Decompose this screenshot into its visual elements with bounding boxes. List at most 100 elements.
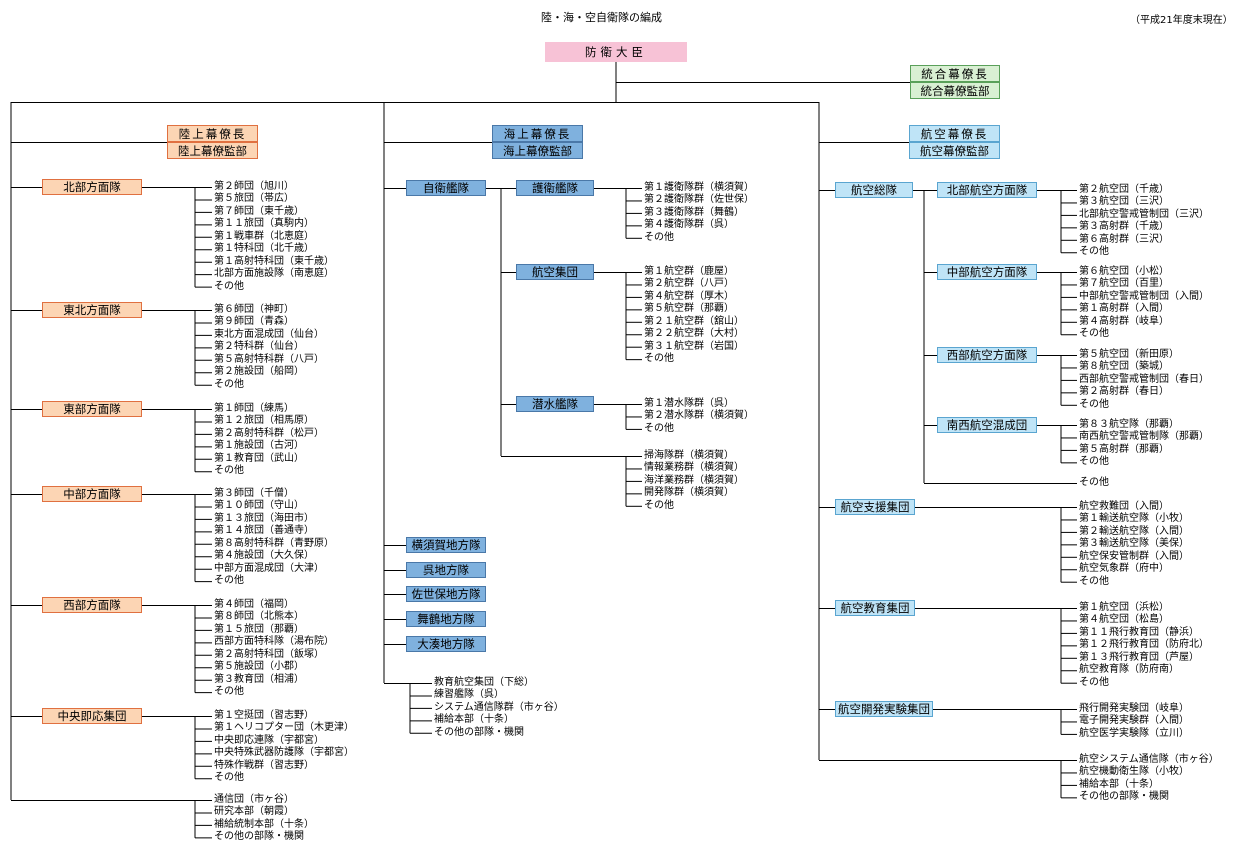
unit-label: 第５施設団（小郡）	[214, 661, 304, 673]
unit-label: 第１２飛行教育団（防府北）	[1079, 639, 1209, 651]
unit-label: 飛行開発実験団（岐阜）	[1079, 703, 1189, 714]
unit-label: 第４航空団（松島）	[1079, 614, 1169, 626]
unit-label: 第１特科団（北千歳）	[214, 243, 314, 255]
unit-label: その他	[644, 499, 674, 511]
unit-label: 第１護衛隊群（横須賀）	[644, 182, 754, 193]
unit-label: 第３教育団（相浦）	[214, 673, 304, 685]
unit-label: その他	[214, 686, 244, 698]
unit-label: 第３高射群（千歳）	[1079, 221, 1169, 233]
unit-label: 第３輸送航空隊（美保）	[1079, 538, 1189, 550]
asdf-chief-box: 航空幕僚長	[909, 125, 1000, 142]
army-box-2: 東部方面隊	[42, 401, 142, 417]
unit-label: その他	[1079, 246, 1109, 258]
msdf-group-box-0: 護衛艦隊	[516, 180, 594, 196]
unit-label: 中央特殊武器防護隊（宇都宮）	[214, 747, 354, 759]
unit-label: 第１潜水隊群（呉）	[644, 398, 734, 409]
air-force-box-2: 西部航空方面隊	[937, 347, 1037, 363]
unit-label: その他	[1079, 477, 1109, 488]
unit-label: 第１輸送航空隊（小牧）	[1079, 513, 1189, 525]
air-force-box-3: 南西航空混成団	[937, 417, 1037, 433]
unit-label: 第２潜水隊群（横須賀）	[644, 410, 754, 422]
unit-label: その他	[214, 378, 244, 390]
unit-label: 第４高射群（岐阜）	[1079, 315, 1169, 327]
unit-label: 東北方面混成団（仙台）	[214, 328, 324, 340]
unit-label: 第１１飛行教育団（静浜）	[1079, 626, 1199, 638]
unit-label: 第１３旅団（海田市）	[214, 512, 314, 524]
unit-label: 第５高射特科群（八戸）	[214, 353, 324, 365]
unit-label: 第４護衛隊群（呉）	[644, 219, 734, 231]
unit-label: その他	[1079, 575, 1109, 587]
gsdf-chief-box: 陸上幕僚長	[167, 125, 258, 142]
unit-label: 第５旅団（帯広）	[214, 193, 294, 205]
unit-label: 第５航空群（那覇）	[644, 303, 734, 315]
army-box-3: 中部方面隊	[42, 486, 142, 502]
unit-label: 第１２旅団（相馬原）	[214, 415, 314, 427]
unit-label: 第１師団（練馬）	[214, 403, 294, 414]
unit-label: 第１施設団（古河）	[214, 440, 304, 452]
unit-label: 練習艦隊（呉）	[434, 689, 504, 701]
unit-label: その他	[1079, 328, 1109, 340]
date-note: （平成21年度末現在）	[1130, 15, 1233, 26]
unit-label: その他	[1079, 456, 1109, 468]
unit-label: 第２高射群（春日）	[1079, 386, 1169, 398]
unit-label: 第１教育団（武山）	[214, 452, 304, 464]
unit-label: 第１高射群（入間）	[1079, 303, 1169, 315]
unit-label: その他	[1079, 676, 1109, 688]
unit-label: 通信団（市ヶ谷）	[214, 794, 294, 805]
unit-label: 第７航空団（百里）	[1079, 278, 1169, 290]
unit-label: 第２航空団（千歳）	[1079, 184, 1169, 195]
unit-label: 教育航空集団（下総）	[434, 677, 534, 688]
joint-staff-box: 統合幕僚監部	[910, 82, 1000, 99]
unit-label: 第８高射特科群（青野原）	[214, 537, 334, 549]
msdf-group-box-2: 潜水艦隊	[516, 396, 594, 412]
district-box-0: 横須賀地方隊	[406, 537, 486, 553]
unit-label: 第１５旅団（那覇）	[214, 623, 304, 635]
unit-label: 第２２航空群（大村）	[644, 328, 744, 340]
msdf-group-box-1: 航空集団	[516, 264, 594, 280]
air-command-box: 航空総隊	[835, 182, 913, 198]
unit-label: その他の部隊・機関	[214, 831, 304, 843]
unit-label: 中央即応連隊（宇都宮）	[214, 734, 324, 746]
unit-label: 北部航空警戒管制団（三沢）	[1079, 208, 1209, 220]
air-group-box-support: 航空支援集団	[835, 499, 915, 515]
district-box-4: 大湊地方隊	[406, 636, 486, 652]
unit-label: 航空システム通信隊（市ヶ谷）	[1079, 754, 1219, 765]
unit-label: 第２特科群（仙台）	[214, 341, 304, 353]
unit-label: 航空保安管制群（入間）	[1079, 550, 1189, 562]
unit-label: その他	[1079, 398, 1109, 410]
unit-label: 航空気象群（府中）	[1079, 563, 1169, 575]
unit-label: その他	[214, 280, 244, 292]
unit-label: 掃海隊群（横須賀）	[644, 450, 734, 461]
unit-label: その他	[214, 575, 244, 587]
unit-label: 第２護衛隊群（佐世保）	[644, 194, 754, 206]
unit-label: 補給本部（十条）	[1079, 778, 1159, 790]
unit-label: 第８師団（北熊本）	[214, 611, 304, 623]
district-box-2: 佐世保地方隊	[406, 586, 486, 602]
unit-label: 中部航空警戒管制団（入間）	[1079, 290, 1209, 302]
unit-label: 第１高射特科団（東千歳）	[214, 255, 334, 267]
unit-label: 航空教育隊（防府南）	[1079, 664, 1179, 676]
unit-label: 電子開発実験群（入間）	[1079, 715, 1189, 727]
unit-label: 第２高射特科群（松戸）	[214, 427, 324, 439]
air-force-box-1: 中部航空方面隊	[937, 264, 1037, 280]
unit-label: 第８航空団（築城）	[1079, 361, 1169, 373]
unit-label: 補給統制本部（十条）	[214, 818, 314, 830]
unit-label: 第５航空団（新田原）	[1079, 349, 1179, 360]
army-box-4: 西部方面隊	[42, 597, 142, 613]
unit-label: その他の部隊・機関	[434, 726, 524, 738]
unit-label: 航空機動衛生隊（小牧）	[1079, 766, 1189, 778]
unit-label: 第１戦車群（北恵庭）	[214, 230, 314, 242]
unit-label: 中部方面混成団（大津）	[214, 562, 324, 574]
unit-label: 第１１旅団（真駒内）	[214, 218, 314, 230]
fleet-box: 自衛艦隊	[406, 180, 486, 196]
msdf-chief-box: 海上幕僚長	[492, 125, 583, 142]
unit-label: 第３航空団（三沢）	[1079, 196, 1169, 208]
unit-label: 第３護衛隊群（舞鶴）	[644, 206, 744, 218]
army-box-5: 中央即応集団	[42, 708, 142, 724]
army-box-0: 北部方面隊	[42, 179, 142, 195]
unit-label: 第７師団（東千歳）	[214, 205, 304, 217]
unit-label: 第１空挺団（習志野）	[214, 710, 314, 721]
unit-label: 第２航空群（八戸）	[644, 278, 734, 290]
unit-label: 第４航空群（厚木）	[644, 290, 734, 302]
unit-label: 第２師団（旭川）	[214, 181, 294, 192]
